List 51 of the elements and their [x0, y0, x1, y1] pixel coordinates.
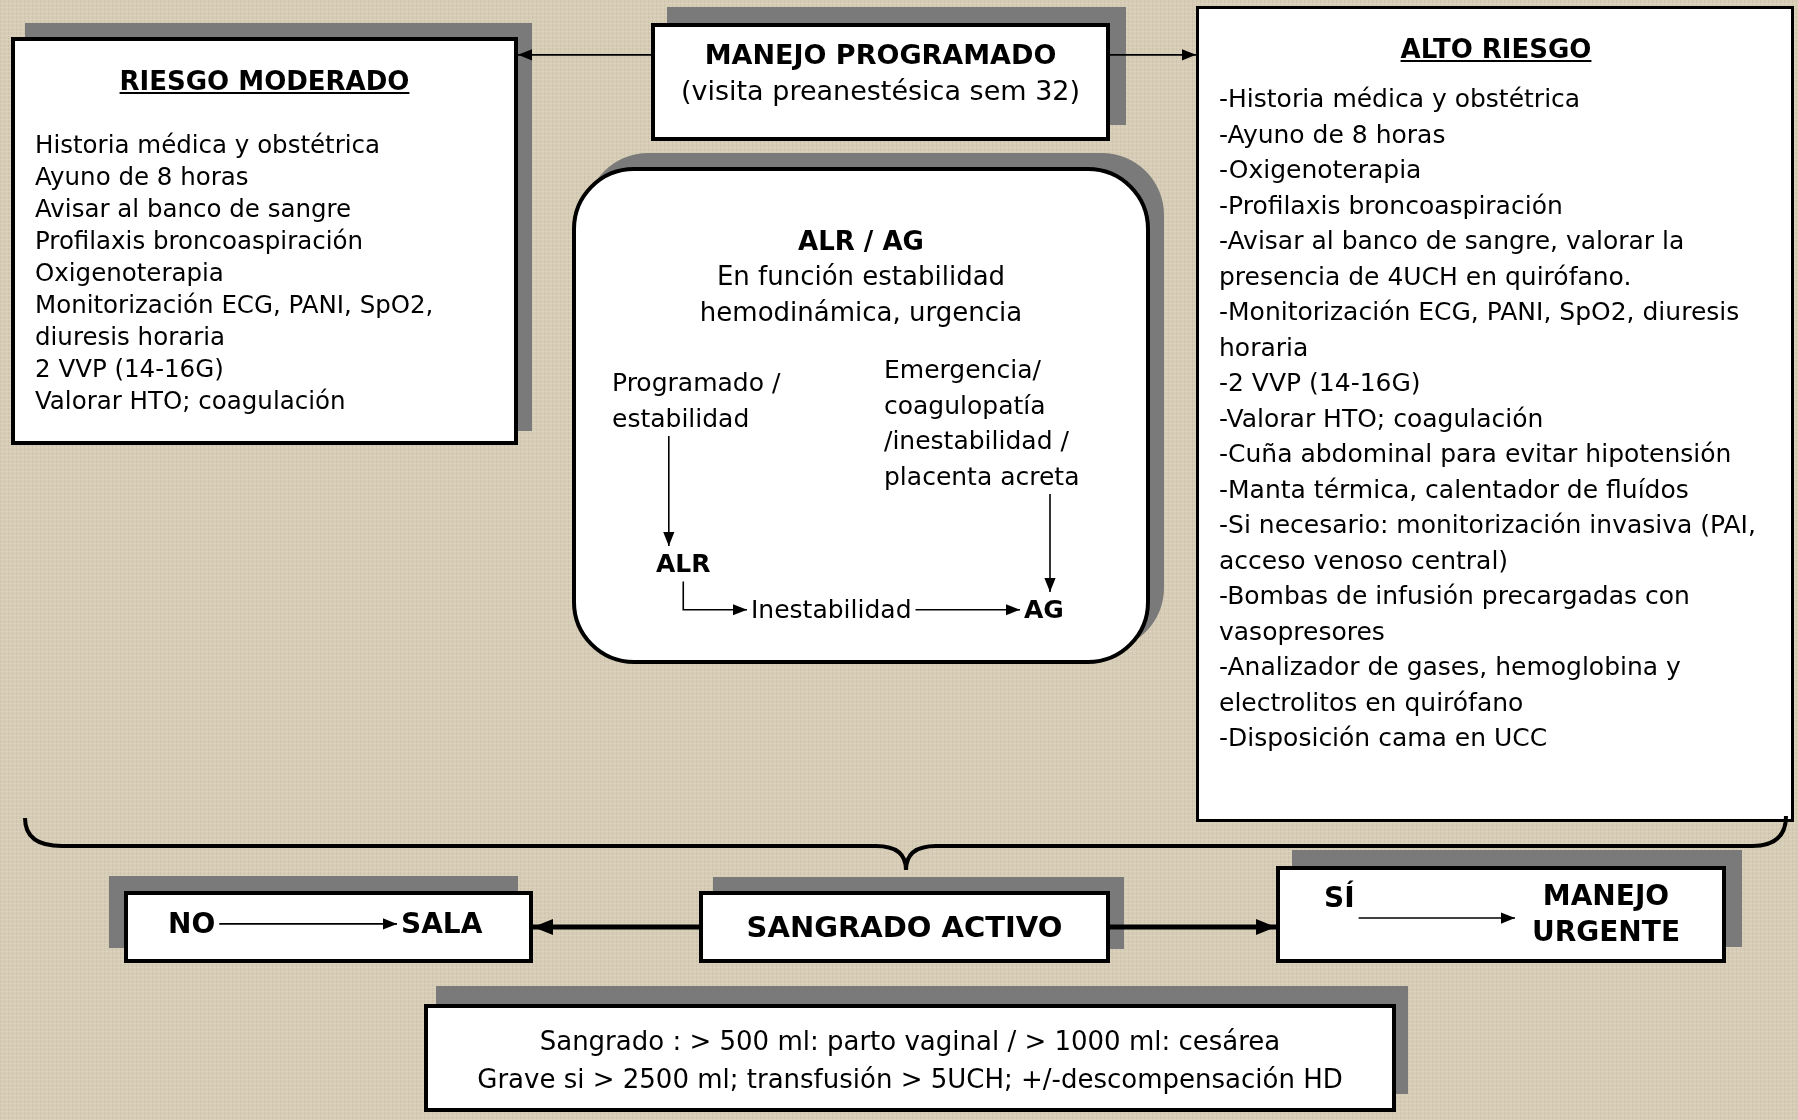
- arrow: [682, 580, 748, 616]
- flow-label: MANEJO URGENTE: [1515, 878, 1697, 951]
- list-item: -Bombas de infusión precargadas con vasopresores: [1219, 580, 1691, 648]
- list-item: Profilaxis broncoaspiración: [35, 225, 365, 257]
- list-item: -Ayuno de 8 horas: [1219, 118, 1447, 151]
- list-item: Historia médica y obstétrica: [35, 129, 382, 161]
- list-item: Oxigenoterapia: [35, 257, 225, 289]
- arrow: [1357, 912, 1516, 924]
- arrow: [1110, 919, 1276, 935]
- flow-label: NO: [164, 904, 220, 944]
- box-text: Sangrado : > 500 ml: parto vaginal / > 1000 ml: cesárea: [538, 1025, 1282, 1058]
- list-item: -Si necesario: monitorización invasiva (PAI, acceso venoso central): [1219, 509, 1757, 577]
- flow-label: Programado / estabilidad: [608, 365, 798, 436]
- flow-label: SALA: [397, 904, 487, 944]
- process-box: [1196, 6, 1794, 822]
- list-item: -Profilaxis broncoaspiración: [1219, 189, 1564, 222]
- list-item: -Monitorización ECG, PANI, SpO2, diuresis horaria: [1219, 296, 1741, 364]
- flow-label: ALR: [652, 546, 715, 582]
- flow-label: Emergencia/ coagulopatía /inestabilidad / placenta acreta: [880, 352, 1130, 494]
- box-heading: ALTO RIESGO: [1399, 33, 1593, 66]
- box-heading: ALR / AG: [797, 225, 925, 258]
- list-item: -Cuña abdominal para evitar hipotensión: [1219, 438, 1733, 470]
- list-item: Valorar HTO; coagulación: [35, 385, 347, 417]
- arrow: [218, 918, 398, 930]
- arrow: [1109, 49, 1197, 61]
- list-item: -Oxigenoterapia: [1219, 154, 1423, 186]
- list-item: Monitorización ECG, PANI, SpO2, diuresis horaria: [35, 289, 435, 353]
- box-text: En función estabilidad hemodinámica, urgencia: [698, 260, 1024, 329]
- arrow: [663, 435, 675, 547]
- arrow: [914, 604, 1021, 616]
- list-item: -Avisar al banco de sangre, valorar la presencia de 4UCH en quirófano.: [1219, 225, 1686, 293]
- list-item: Avisar al banco de sangre: [35, 193, 353, 225]
- box-subtitle: (visita preanestésica sem 32): [679, 74, 1082, 108]
- list-item: -Analizador de gases, hemoglobina y electrolitos en quirófano: [1219, 651, 1682, 719]
- box-text: Grave si > 2500 ml; transfusión > 5UCH; +/-descompensación HD: [476, 1063, 1344, 1096]
- arrow: [517, 49, 652, 61]
- list-item: -Manta térmica, calentador de fluídos: [1219, 473, 1690, 506]
- list-item: Ayuno de 8 horas: [35, 161, 250, 193]
- box-heading: SANGRADO ACTIVO: [745, 909, 1064, 946]
- box-heading: MANEJO PROGRAMADO: [703, 38, 1058, 72]
- list-item: -Disposición cama en UCC: [1219, 722, 1549, 754]
- box-heading: RIESGO MODERADO: [118, 65, 411, 98]
- list-item: -2 VVP (14-16G): [1219, 367, 1422, 399]
- flow-label: SÍ: [1320, 878, 1359, 918]
- arrow: [1044, 493, 1056, 593]
- flow-label: Inestabilidad: [747, 592, 916, 628]
- arrow: [533, 919, 699, 935]
- list-item: -Historia médica y obstétrica: [1219, 83, 1582, 115]
- flow-label: AG: [1020, 592, 1068, 628]
- list-item: 2 VVP (14-16G): [35, 353, 225, 385]
- list-item: -Valorar HTO; coagulación: [1219, 402, 1545, 435]
